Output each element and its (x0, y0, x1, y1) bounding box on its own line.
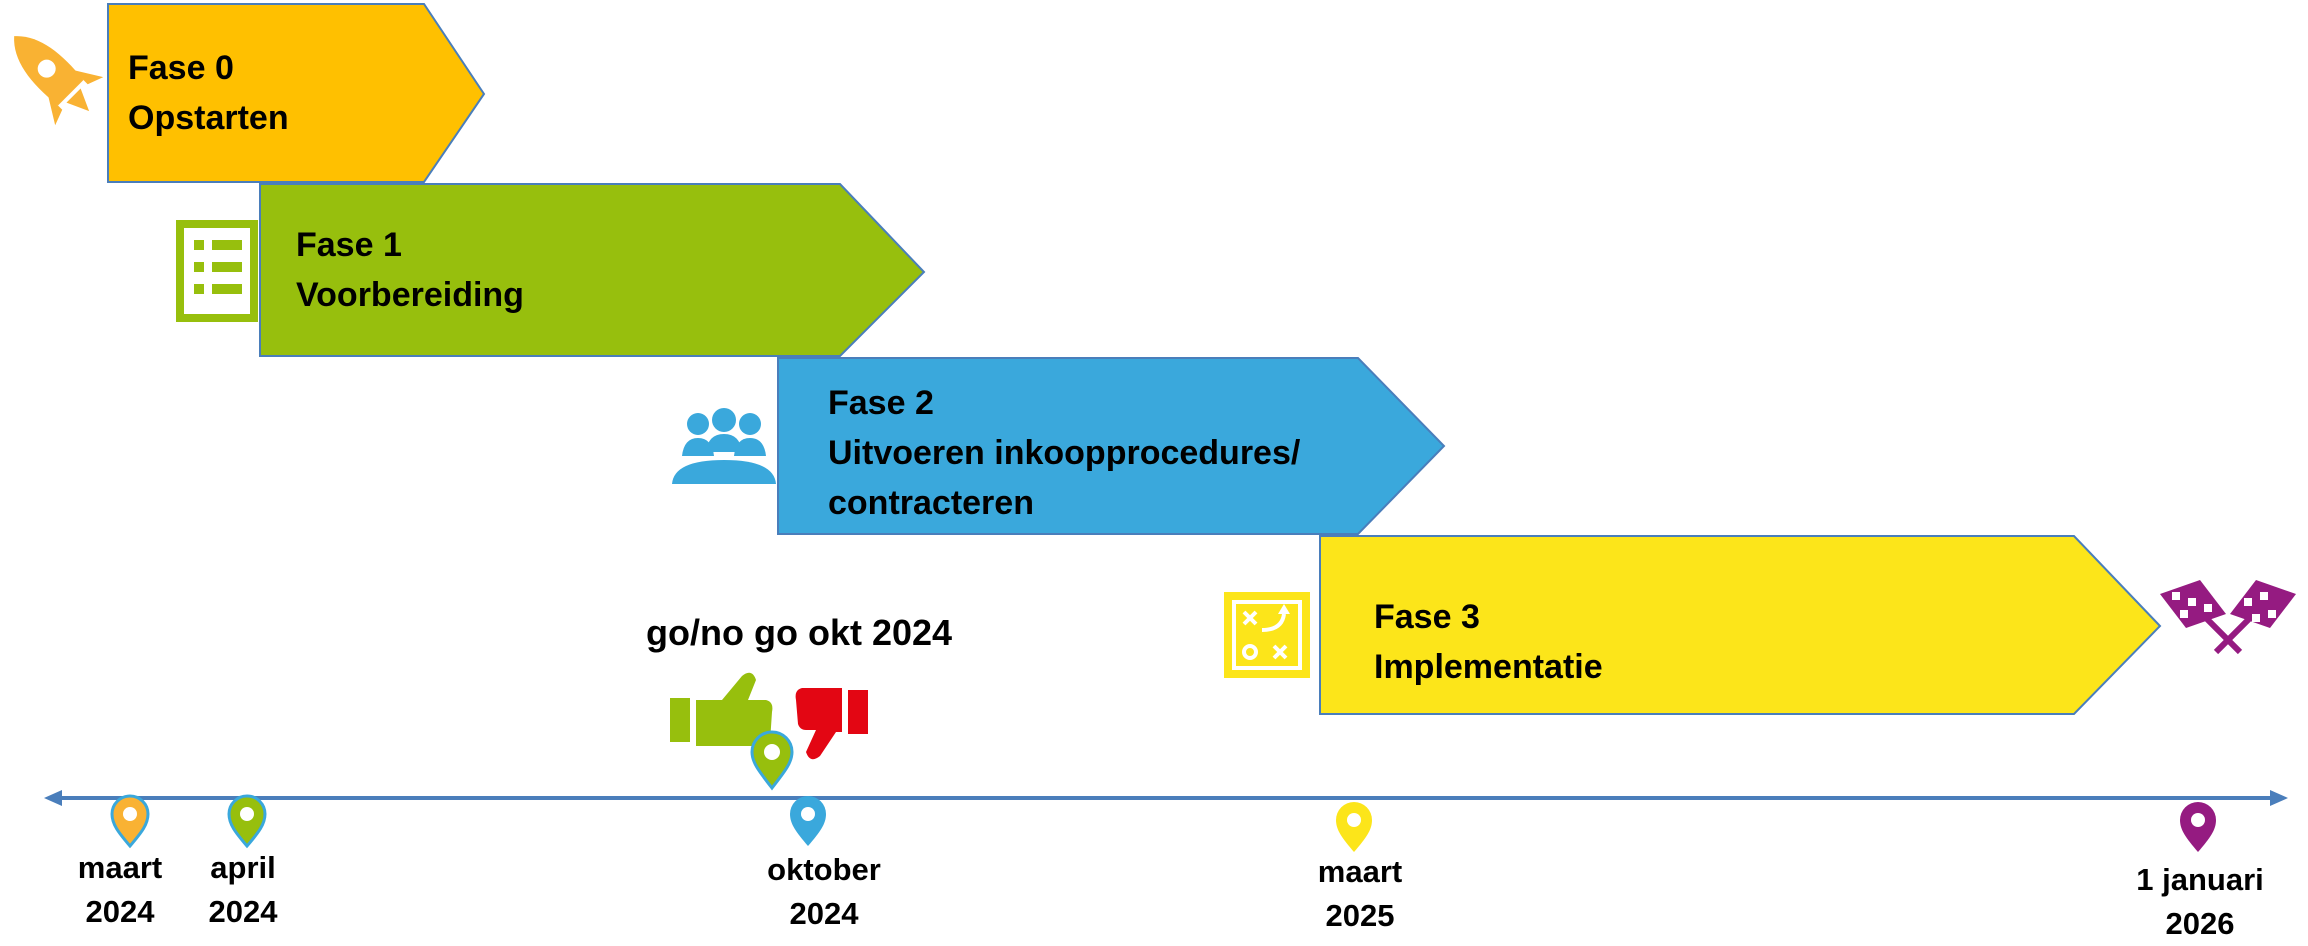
gonogo-pin-icon (750, 730, 794, 791)
marker-pin-icon (1336, 802, 1372, 852)
phase-0-title: Fase 0 (128, 49, 234, 87)
date-label-line2: 2026 (2165, 906, 2235, 941)
phase-2-subtitle-line2: contracteren (828, 484, 1034, 522)
date-label-line1: maart (1317, 854, 1403, 889)
phase-0-arrow (107, 3, 486, 183)
phase-2-label: Fase 2 Uitvoeren inkoopprocedures/ contr… (828, 378, 1300, 528)
date-label-line2: 2025 (1325, 898, 1395, 933)
date-label-line2: 2024 (208, 894, 278, 929)
marker-pin-icon (110, 794, 150, 849)
phase-0-subtitle: Opstarten (128, 99, 289, 137)
strategy-plan-icon (1224, 592, 1310, 678)
checkered-flags-icon (2160, 580, 2296, 655)
phase-0-label: Fase 0 Opstarten (128, 43, 289, 143)
phase-3-subtitle: Implementatie (1374, 648, 1603, 686)
date-label: maart 2025 (1298, 850, 1422, 938)
checklist-icon (176, 220, 258, 322)
marker-pin-icon (227, 794, 267, 849)
date-label-line1: 1 januari (2136, 862, 2264, 897)
gonogo-title: go/no go okt 2024 (646, 612, 953, 653)
marker-pin-icon (790, 796, 826, 846)
phase-1-subtitle: Voorbereiding (296, 276, 524, 314)
thumbs-down-icon (795, 688, 868, 760)
date-label-line2: 2024 (789, 896, 859, 931)
phase-1-label: Fase 1 Voorbereiding (296, 220, 524, 320)
date-label: maart 2024 (60, 846, 180, 934)
rocket-icon (14, 36, 104, 126)
date-label: 1 januari 2026 (2120, 858, 2280, 946)
phase-2-title: Fase 2 (828, 384, 934, 422)
date-label-line2: 2024 (85, 894, 155, 929)
phase-2-arrow (777, 357, 1446, 535)
meeting-group-icon (672, 408, 776, 484)
phase-2-subtitle-line1: Uitvoeren inkoopprocedures/ (828, 434, 1301, 472)
phase-3-arrow (1319, 535, 2162, 715)
thumbs-up-icon (670, 672, 773, 746)
date-label: april 2024 (188, 846, 298, 934)
date-label: oktober 2024 (744, 848, 904, 936)
phase-3-title: Fase 3 (1374, 598, 1480, 636)
phase-3-label: Fase 3 Implementatie (1374, 592, 1603, 692)
date-label-line1: april (210, 850, 276, 885)
phase-1-arrow (259, 183, 926, 357)
date-label-line1: maart (77, 850, 163, 885)
date-label-line1: oktober (767, 852, 881, 887)
marker-pin-icon (2180, 802, 2216, 852)
phase-1-title: Fase 1 (296, 226, 402, 264)
timeline-axis (44, 790, 2288, 806)
